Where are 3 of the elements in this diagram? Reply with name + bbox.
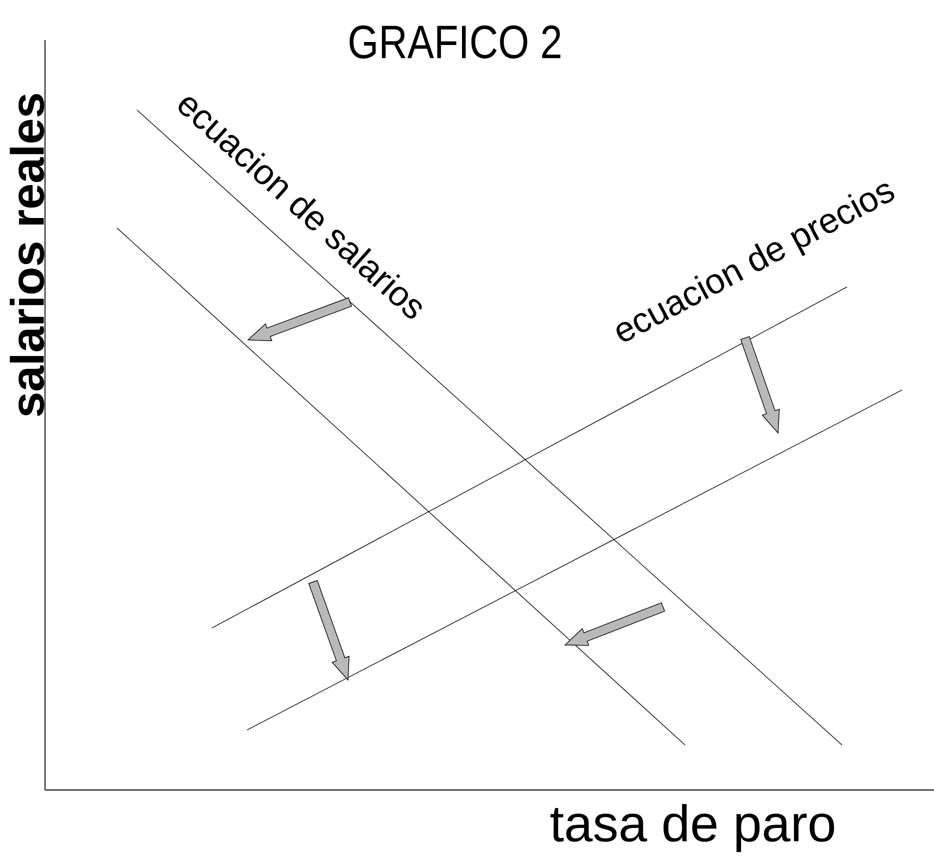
axis-label: salarios reales (10, 94, 44, 416)
axis-label: tasa de paro (550, 804, 834, 852)
chart-title: GRAFICO 2 (350, 25, 560, 59)
